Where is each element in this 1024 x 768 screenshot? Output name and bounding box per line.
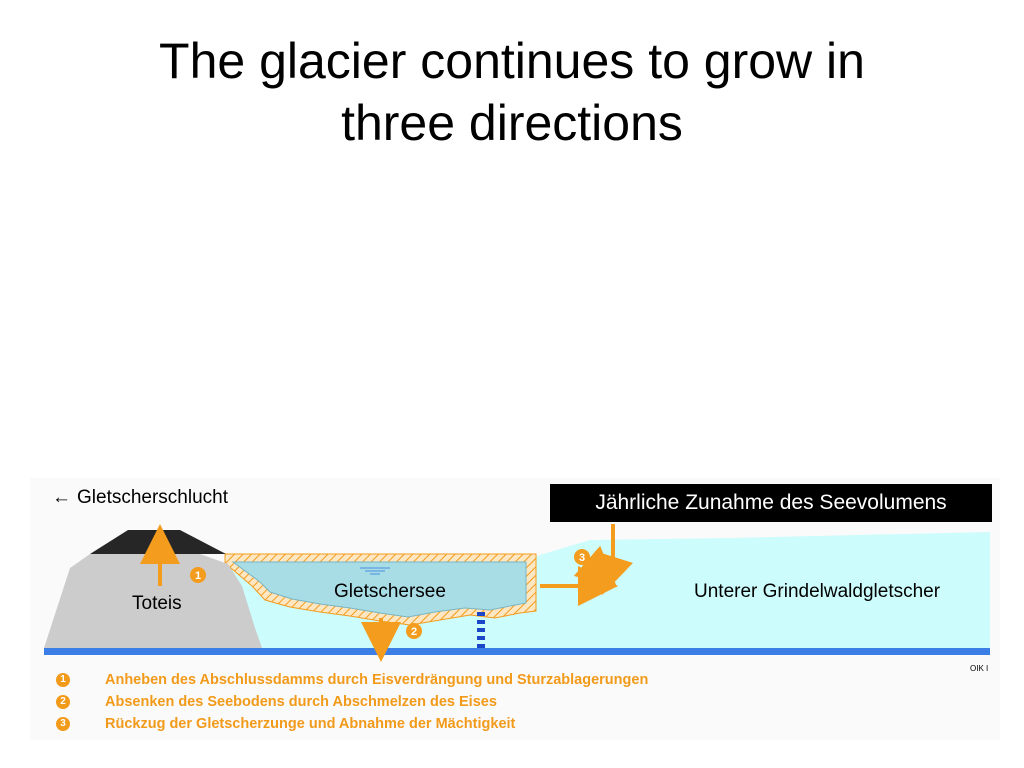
left-arrow-icon: ← bbox=[52, 487, 71, 508]
bedrock-line bbox=[44, 648, 990, 655]
legend-text: Anheben des Abschlussdamms durch Eisverd… bbox=[105, 672, 649, 688]
diagram-drawing: 1 2 3 bbox=[44, 524, 990, 662]
arrow-volume-increase-3 bbox=[594, 550, 634, 596]
marker-2: 2 bbox=[406, 623, 422, 639]
marker-1: 1 bbox=[190, 567, 206, 583]
legend-text: Rückzug der Gletscherzunge und Abnahme d… bbox=[105, 716, 516, 732]
legend-number: 2 bbox=[56, 695, 70, 709]
level-indicator-dashes bbox=[477, 612, 485, 648]
moraine-mound bbox=[44, 554, 262, 648]
legend-item: 3 Rückzug der Gletscherzunge und Abnahme… bbox=[30, 716, 1000, 736]
marker-3: 3 bbox=[574, 549, 590, 565]
glacier-lake-diagram: 1 2 3 ← Gletscherschlucht Jährliche Zunah… bbox=[30, 478, 1000, 740]
legend-item: 1 Anheben des Abschlussdamms durch Eisve… bbox=[30, 672, 1000, 692]
marker-3-label: 3 bbox=[579, 552, 585, 564]
slide-title: The glacier continues to grow in three d… bbox=[0, 30, 1024, 154]
legend-number: 1 bbox=[56, 673, 70, 687]
legend-number: 3 bbox=[56, 717, 70, 731]
legend-item: 2 Absenken des Seebodens durch Abschmelz… bbox=[30, 694, 1000, 714]
legend-text: Absenken des Seebodens durch Abschmelzen… bbox=[105, 694, 497, 710]
water-surface-mark bbox=[360, 567, 390, 575]
gorge-label-text: Gletscherschlucht bbox=[77, 487, 229, 508]
gorge-label: ← Gletscherschlucht bbox=[52, 487, 228, 509]
glacier-lake-label: Gletschersee bbox=[334, 581, 446, 602]
marker-2-label: 2 bbox=[411, 626, 417, 638]
glacier-label: Unterer Grindelwaldgletscher bbox=[694, 581, 941, 602]
slide-title-line-2: three directions bbox=[341, 95, 683, 151]
dead-ice-label: Toteis bbox=[132, 593, 182, 614]
credit-label: OIK I bbox=[970, 664, 989, 673]
volume-increase-banner: Jährliche Zunahme des Seevolumens bbox=[550, 484, 992, 522]
marker-1-label: 1 bbox=[195, 570, 201, 582]
slide-title-line-1: The glacier continues to grow in bbox=[159, 33, 865, 89]
lake-water bbox=[231, 561, 527, 618]
